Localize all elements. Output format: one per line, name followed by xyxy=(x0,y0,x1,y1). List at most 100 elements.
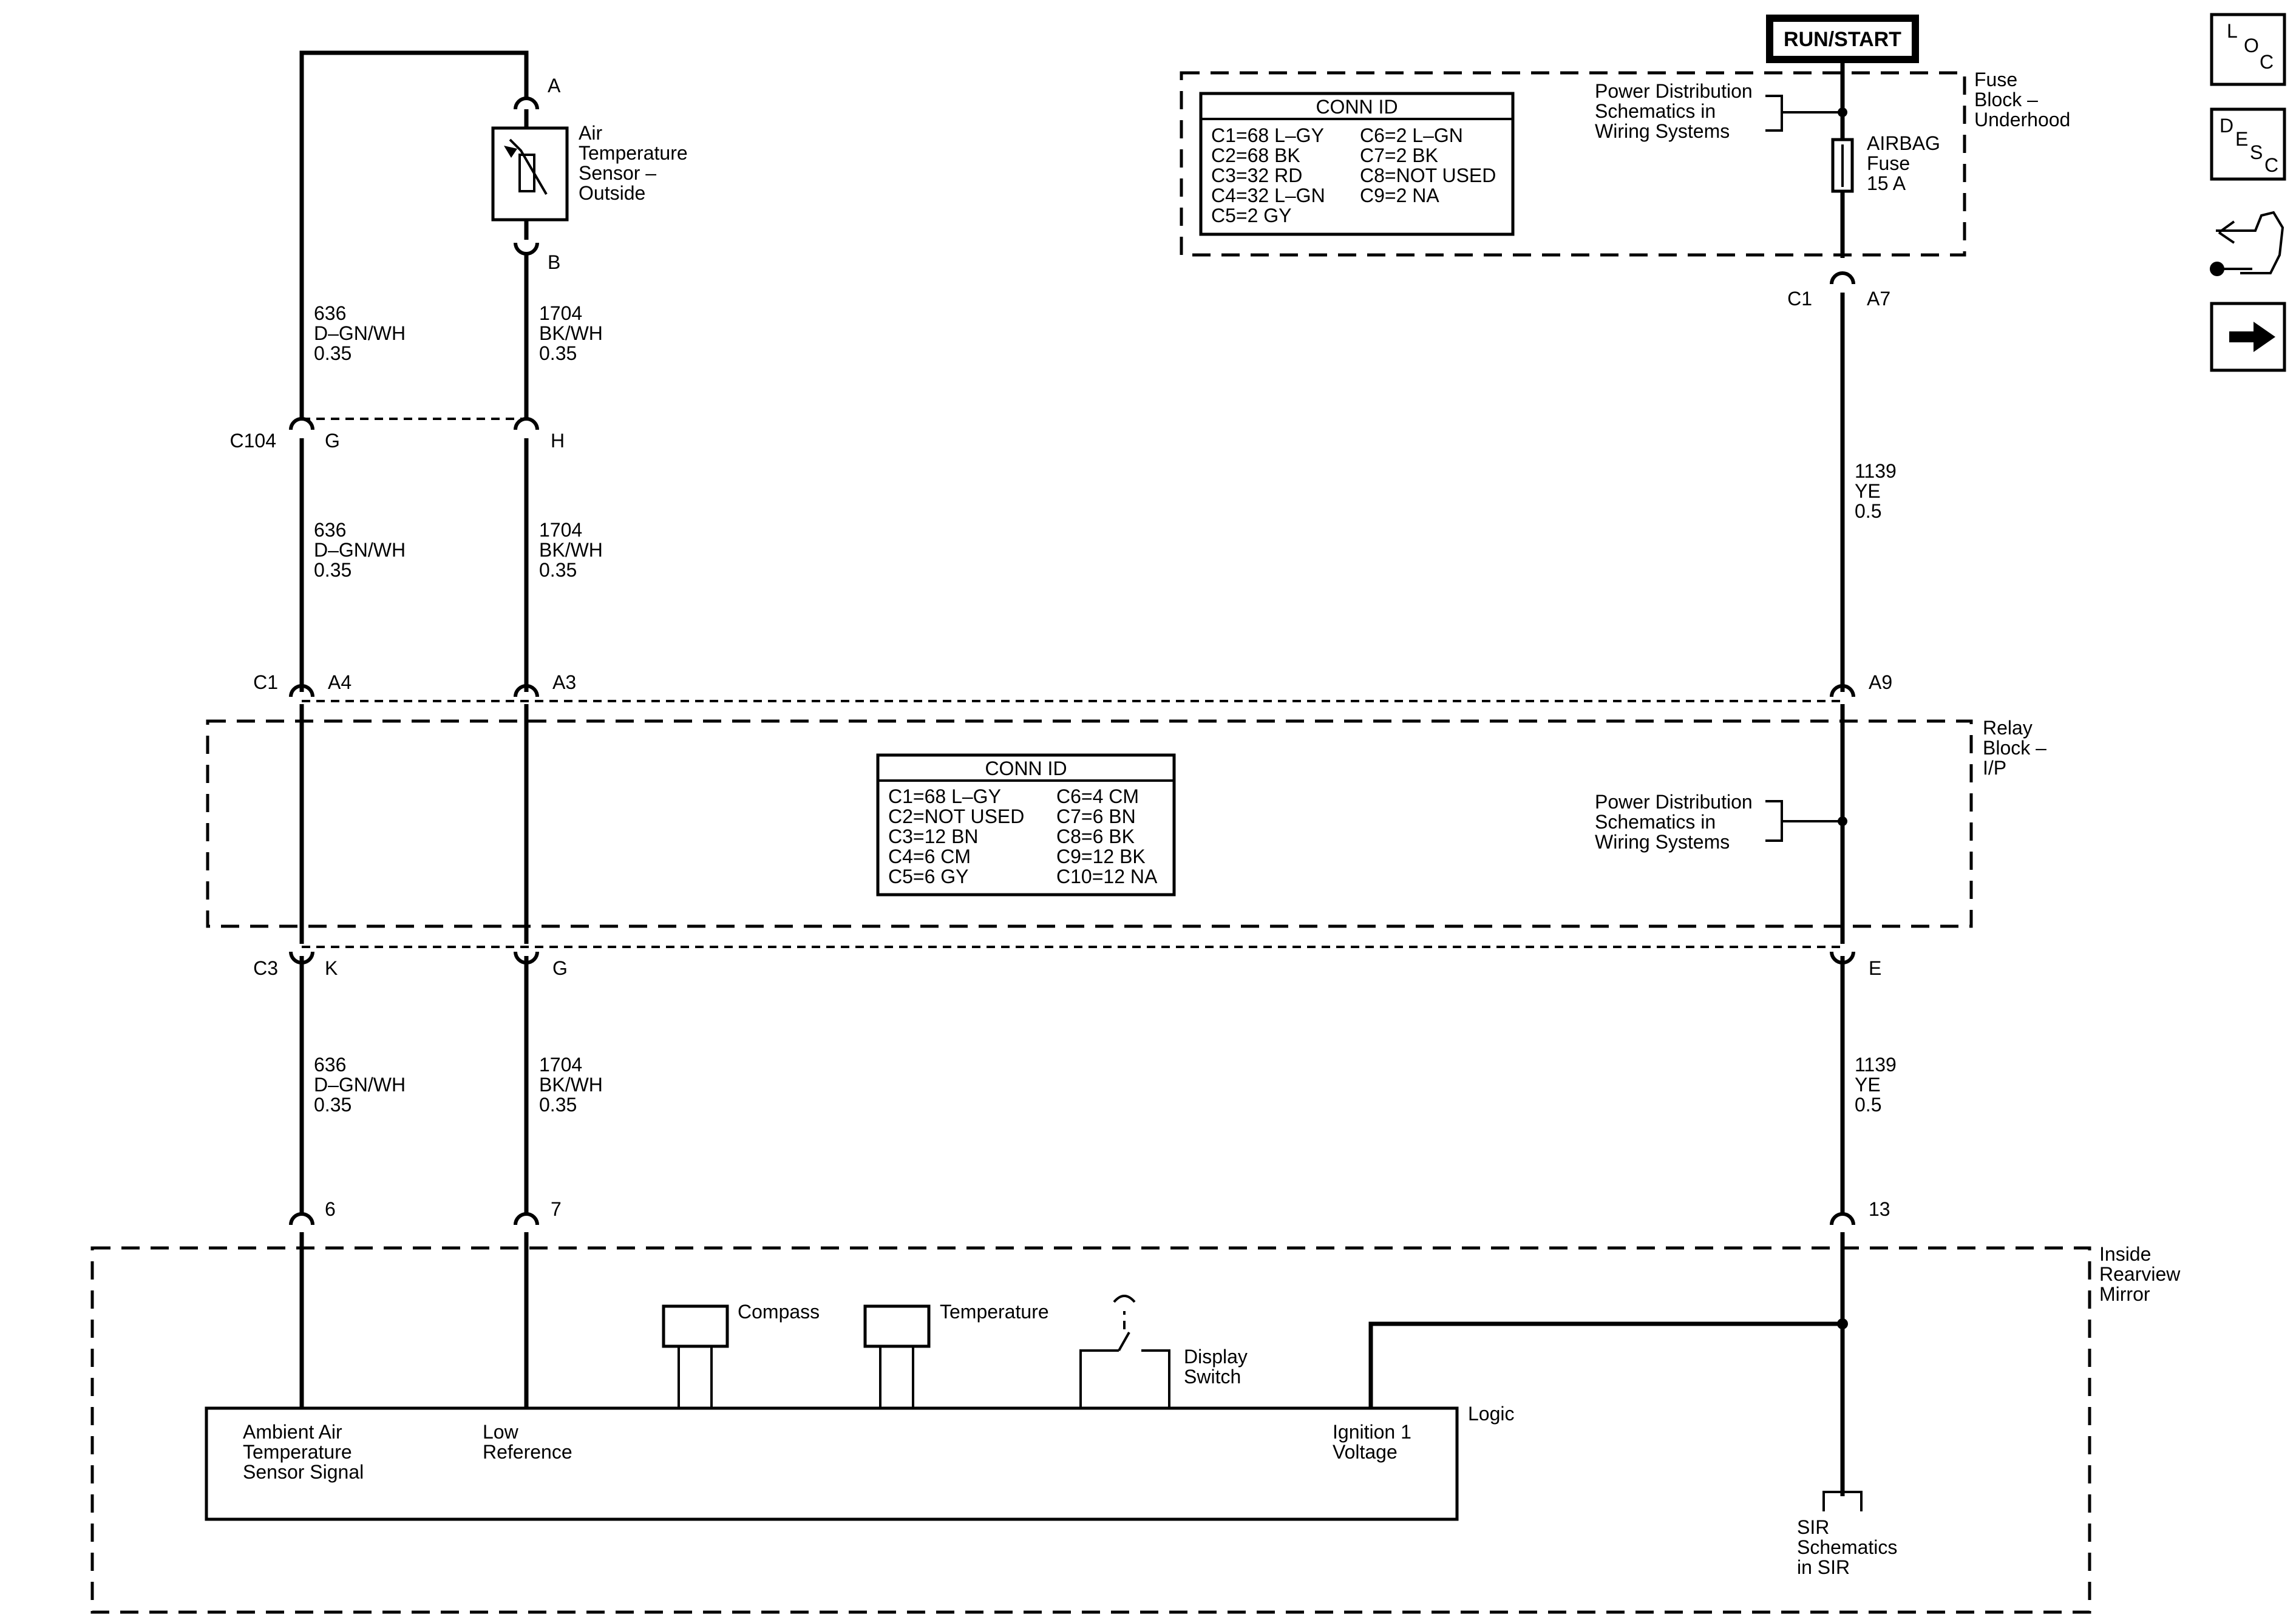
svg-text:K: K xyxy=(325,957,338,979)
svg-text:1704: 1704 xyxy=(539,519,582,541)
svg-text:6: 6 xyxy=(325,1198,336,1220)
svg-text:C104: C104 xyxy=(230,430,277,452)
svg-text:Temperature: Temperature xyxy=(243,1441,352,1463)
svg-text:CONN ID: CONN ID xyxy=(1316,96,1398,118)
svg-text:Fuse: Fuse xyxy=(1974,69,2017,90)
svg-text:C7=2 BK: C7=2 BK xyxy=(1360,144,1438,166)
svg-text:Schematics: Schematics xyxy=(1797,1536,1897,1558)
svg-text:E: E xyxy=(1869,957,1881,979)
svg-text:1704: 1704 xyxy=(539,1054,582,1076)
loc-button[interactable]: L O C xyxy=(2210,13,2286,86)
a7-pin-label: A7 xyxy=(1867,288,1890,310)
svg-text:C2=68 BK: C2=68 BK xyxy=(1211,144,1300,166)
svg-text:BK/WH: BK/WH xyxy=(539,322,603,344)
svg-text:C8=6 BK: C8=6 BK xyxy=(1056,825,1135,847)
connector-end-view-icon[interactable] xyxy=(2210,211,2284,276)
svg-text:BK/WH: BK/WH xyxy=(539,539,603,561)
svg-text:D–GN/WH: D–GN/WH xyxy=(314,539,406,561)
svg-text:B: B xyxy=(548,251,560,273)
svg-text:G: G xyxy=(325,430,340,452)
svg-text:7: 7 xyxy=(551,1198,562,1220)
relay-block-outline xyxy=(206,719,1973,928)
svg-text:C4=32 L–GN: C4=32 L–GN xyxy=(1211,185,1325,206)
svg-text:A3: A3 xyxy=(552,671,576,693)
svg-text:636: 636 xyxy=(314,1054,346,1076)
inside-rearview-mirror-outline xyxy=(90,1246,2091,1614)
ambient-air-sensor-signal-label: Ambient Air Temperature Sensor Signal xyxy=(243,1421,364,1483)
next-page-button[interactable] xyxy=(2210,302,2286,372)
svg-text:C5=2 GY: C5=2 GY xyxy=(1211,205,1292,226)
svg-text:Sensor Signal: Sensor Signal xyxy=(243,1461,364,1483)
svg-text:I/P: I/P xyxy=(1983,757,2006,779)
svg-text:D: D xyxy=(2220,115,2233,137)
fuse-block-power-distribution-ref: Power Distribution Schematics in Wiring … xyxy=(1595,80,1847,142)
c1-a7-connector xyxy=(1830,271,1855,285)
svg-text:Underhood: Underhood xyxy=(1974,109,2070,131)
fuse-block-outline xyxy=(1180,71,1966,257)
airbag-fuse: AIRBAG Fuse 15 A xyxy=(1831,59,1940,258)
svg-text:Relay: Relay xyxy=(1983,717,2033,739)
svg-text:C6=4 CM: C6=4 CM xyxy=(1056,785,1139,807)
svg-text:0.5: 0.5 xyxy=(1855,500,1881,522)
svg-text:Fuse: Fuse xyxy=(1867,152,1910,174)
mirror-pin-connectors: 6 7 13 xyxy=(289,1198,1890,1225)
svg-text:E: E xyxy=(2235,128,2248,150)
svg-text:YE: YE xyxy=(1855,1074,1881,1096)
svg-text:BK/WH: BK/WH xyxy=(539,1074,603,1096)
svg-text:C9=2 NA: C9=2 NA xyxy=(1360,185,1439,206)
svg-text:Wiring Systems: Wiring Systems xyxy=(1595,120,1730,142)
svg-text:Block –: Block – xyxy=(1974,89,2038,110)
svg-text:C4=6 CM: C4=6 CM xyxy=(888,846,971,867)
svg-text:C3=32 RD: C3=32 RD xyxy=(1211,164,1302,186)
relay-block-c3-connector: C3 K G E xyxy=(253,946,1881,979)
fuse-block-name: Fuse Block – Underhood xyxy=(1974,69,2070,131)
wire-636-label-1: 636 D–GN/WH 0.35 xyxy=(314,302,406,364)
svg-text:Power Distribution: Power Distribution xyxy=(1595,80,1753,102)
run-start-label: RUN/START xyxy=(1766,15,1919,63)
svg-text:D–GN/WH: D–GN/WH xyxy=(314,322,406,344)
svg-text:Reference: Reference xyxy=(483,1441,572,1463)
svg-text:Voltage: Voltage xyxy=(1333,1441,1398,1463)
svg-text:SIR: SIR xyxy=(1797,1516,1829,1538)
desc-button[interactable]: D E S C xyxy=(2210,107,2286,181)
svg-text:Switch: Switch xyxy=(1184,1366,1241,1388)
svg-text:Temperature: Temperature xyxy=(940,1301,1049,1323)
svg-text:636: 636 xyxy=(314,519,346,541)
svg-text:Compass: Compass xyxy=(738,1301,820,1323)
air-temperature-sensor-outside: A B Air Temperature Sensor – Outside xyxy=(491,75,688,273)
svg-text:H: H xyxy=(551,430,565,452)
svg-text:1139: 1139 xyxy=(1855,1054,1897,1076)
ignition-1-voltage-label: Ignition 1 Voltage xyxy=(1333,1421,1411,1463)
svg-text:C2=NOT USED: C2=NOT USED xyxy=(888,805,1024,827)
relay-block-power-distribution-ref: Power Distribution Schematics in Wiring … xyxy=(1595,791,1847,853)
svg-text:0.35: 0.35 xyxy=(314,342,352,364)
svg-text:Schematics in: Schematics in xyxy=(1595,100,1716,122)
svg-text:15 A: 15 A xyxy=(1867,172,1906,194)
svg-text:C3=12 BN: C3=12 BN xyxy=(888,825,979,847)
svg-text:Outside: Outside xyxy=(579,182,645,204)
svg-text:A: A xyxy=(548,75,561,97)
svg-text:L: L xyxy=(2227,20,2238,42)
svg-text:C10=12 NA: C10=12 NA xyxy=(1056,866,1158,887)
low-reference-label: Low Reference xyxy=(483,1421,572,1463)
sir-schematics-ref: SIR Schematics in SIR xyxy=(1797,1491,1897,1578)
svg-text:Sensor –: Sensor – xyxy=(579,162,656,184)
svg-text:S: S xyxy=(2250,141,2263,163)
svg-text:C1=68 L–GY: C1=68 L–GY xyxy=(1211,124,1324,146)
svg-text:Temperature: Temperature xyxy=(579,142,688,164)
wire-1704-label-2: 1704 BK/WH 0.35 xyxy=(539,519,603,581)
svg-text:0.35: 0.35 xyxy=(539,1094,577,1116)
svg-text:0.35: 0.35 xyxy=(539,342,577,364)
svg-text:Rearview: Rearview xyxy=(2099,1263,2181,1285)
wire-636-label-2: 636 D–GN/WH 0.35 xyxy=(314,519,406,581)
svg-text:C: C xyxy=(2264,154,2278,176)
arrow-right-icon xyxy=(2254,322,2275,352)
wire-1139-label-2: 1139 YE 0.5 xyxy=(1855,1054,1897,1116)
svg-text:Schematics in: Schematics in xyxy=(1595,811,1716,833)
svg-text:1704: 1704 xyxy=(539,302,582,324)
relay-block-conn-id-table: CONN ID C1=68 L–GY C2=NOT USED C3=12 BN … xyxy=(876,753,1176,897)
svg-text:in SIR: in SIR xyxy=(1797,1556,1850,1578)
svg-text:0.35: 0.35 xyxy=(314,559,352,581)
svg-text:0.35: 0.35 xyxy=(539,559,577,581)
